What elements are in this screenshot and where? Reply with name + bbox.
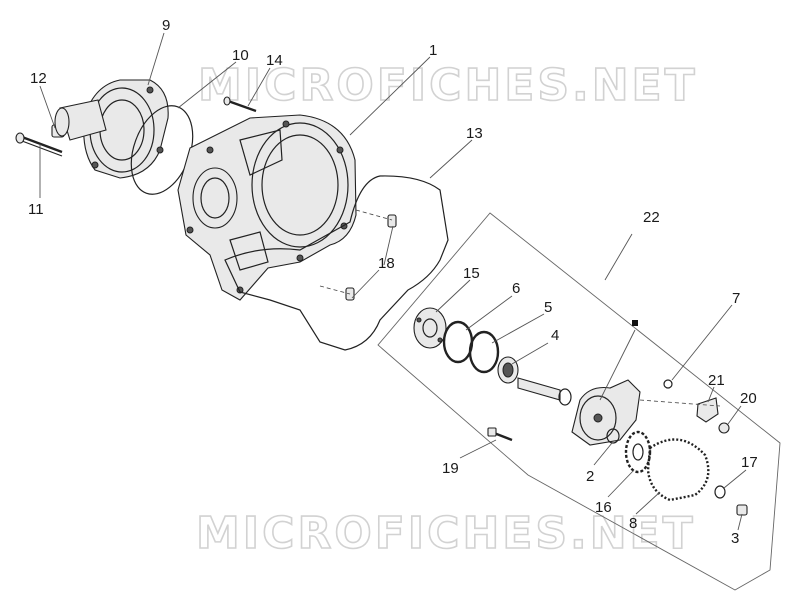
part-13-gasket [224, 175, 449, 351]
callout-2: 2 [586, 468, 594, 485]
callout-20: 20 [740, 390, 757, 407]
assembly-22-outline [377, 212, 781, 591]
callout-9: 9 [162, 17, 170, 34]
leader-lines [39, 32, 747, 531]
part-4-seal [497, 356, 519, 384]
callout-3: 3 [731, 530, 739, 547]
part-3-nut [736, 504, 748, 516]
part-9-pump-cover [54, 79, 169, 179]
callout-18: 18 [378, 255, 395, 272]
part-7-washer [663, 379, 673, 389]
watermark-top: MICROFICHES.NET [198, 60, 698, 111]
callout-12: 12 [30, 70, 47, 87]
watermark-bottom: MICROFICHES.NET [196, 508, 696, 559]
callout-13: 13 [466, 125, 483, 142]
part-6-o-ring [442, 320, 474, 364]
pump-shaft [517, 377, 572, 406]
part-14-bolt [223, 96, 257, 113]
callout-16: 16 [595, 499, 612, 516]
callout-17: 17 [741, 454, 758, 471]
part-2-washer [606, 428, 620, 444]
part-20-screw [718, 422, 730, 434]
callout-7: 7 [732, 290, 740, 307]
callout-19: 19 [442, 460, 459, 477]
callout-1: 1 [429, 42, 437, 59]
part-21-bracket [696, 397, 719, 423]
part-15-pump-body [413, 307, 447, 349]
part-16-sprocket [624, 430, 652, 474]
callout-8: 8 [629, 515, 637, 532]
part-19-bolt [487, 427, 513, 442]
callout-22: 22 [643, 209, 660, 226]
part-8-chain [646, 438, 710, 502]
callout-11: 11 [28, 201, 44, 218]
dashed-axis [639, 399, 721, 407]
square-marker [632, 320, 638, 326]
part-17-washer [714, 485, 726, 499]
callout-10: 10 [232, 47, 249, 64]
callout-5: 5 [544, 299, 552, 316]
part-11-bolt [15, 132, 63, 157]
callout-21: 21 [708, 372, 725, 389]
oil-pump-assembly [571, 379, 641, 446]
callout-4: 4 [551, 327, 559, 344]
part-5-o-ring [468, 330, 500, 374]
callout-14: 14 [266, 52, 283, 69]
part-18-dowels [319, 209, 397, 301]
callout-15: 15 [463, 265, 480, 282]
callout-6: 6 [512, 280, 520, 297]
part-1-crankcase-cover [177, 114, 357, 301]
